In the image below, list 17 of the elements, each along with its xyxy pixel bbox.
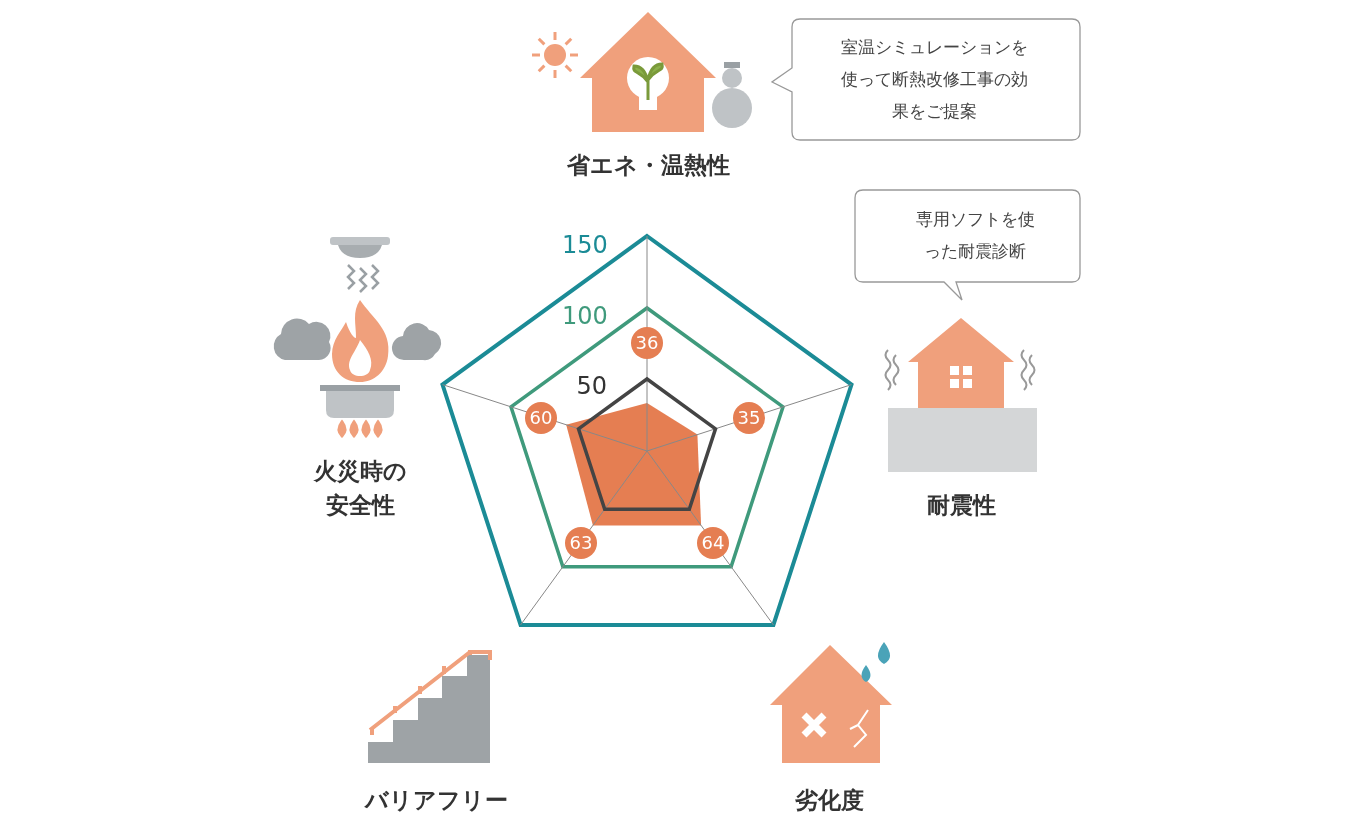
callout-text: 専用ソフトを使った耐震診断 — [915, 208, 1036, 263]
category-label: 火災時の安全性 — [312, 457, 408, 520]
scale-value: 100 — [562, 302, 608, 330]
score-badge: 64 — [697, 527, 729, 559]
score-badge: 36 — [631, 327, 663, 359]
category-label: バリアフリー — [364, 785, 508, 815]
score-badge: 63 — [565, 527, 597, 559]
scale-value: 150 — [562, 231, 608, 259]
speech-bubble — [770, 18, 1082, 142]
category-label: 耐震性 — [926, 490, 996, 520]
callout-text: 室温シミュレーションを使って断熱改修工事の効果をご提案 — [839, 36, 1029, 123]
score-badge: 60 — [525, 402, 557, 434]
category-label: 劣化度 — [794, 785, 864, 815]
scale-value: 50 — [576, 372, 608, 400]
score-badge: 35 — [733, 402, 765, 434]
speech-bubble — [854, 189, 1082, 302]
category-label: 省エネ・温熱性 — [566, 150, 730, 180]
